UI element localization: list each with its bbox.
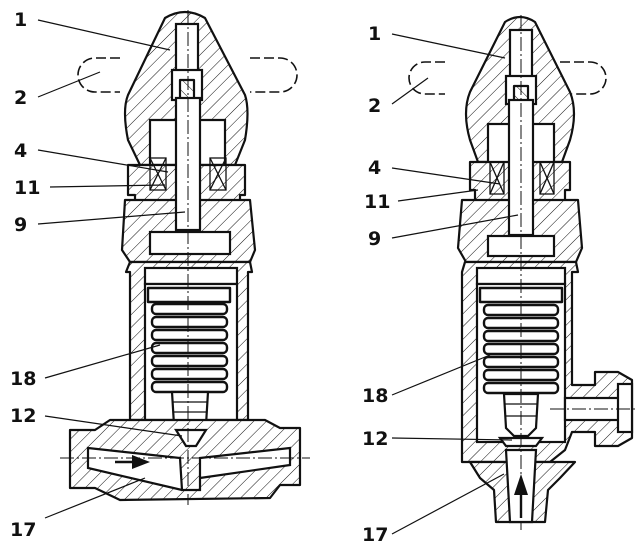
right-label-1: 1	[368, 23, 381, 45]
left-leaders	[37, 19, 186, 519]
left-label-2: 2	[14, 87, 27, 109]
right-handwheel	[408, 61, 607, 95]
right-label-12: 12	[362, 428, 388, 450]
right-label-18: 18	[362, 385, 388, 407]
right-label-11: 11	[364, 191, 390, 213]
right-label-4: 4	[368, 157, 381, 179]
right-valve	[408, 15, 637, 530]
left-label-9: 9	[14, 214, 27, 236]
left-label-1: 1	[14, 9, 27, 31]
right-label-2: 2	[368, 95, 381, 117]
right-label-9: 9	[368, 228, 381, 250]
left-label-18: 18	[10, 368, 36, 390]
left-labels: 1 2 4 11 9 18 12 17	[10, 9, 40, 541]
left-label-11: 11	[14, 177, 40, 199]
left-handwheel	[77, 57, 298, 93]
right-labels: 1 2 4 11 9 18 12 17	[362, 23, 390, 546]
left-label-17: 17	[10, 519, 36, 541]
left-label-4: 4	[14, 140, 27, 162]
right-label-17: 17	[362, 524, 388, 546]
left-body-lower	[68, 418, 302, 502]
left-valve	[60, 10, 310, 505]
left-label-12: 12	[10, 405, 36, 427]
right-leaders	[391, 33, 519, 535]
